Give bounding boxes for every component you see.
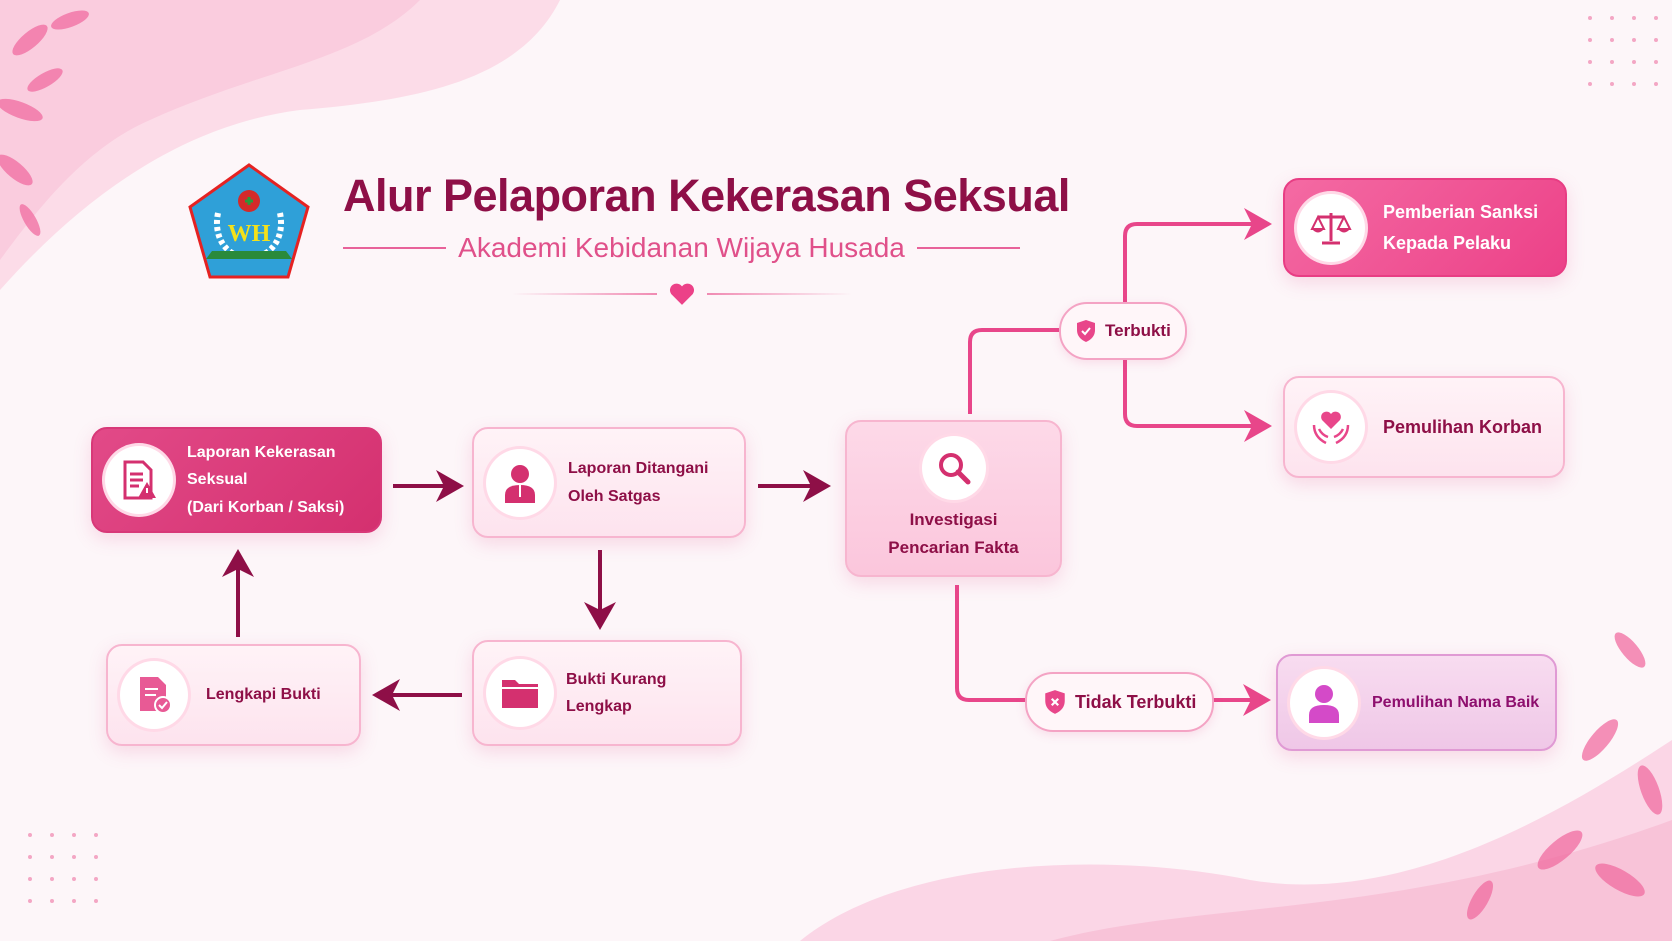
document-check-icon	[120, 661, 188, 729]
node-label: Pemulihan Nama Baik	[1372, 693, 1540, 711]
magnifier-icon	[921, 436, 986, 501]
node-label: Investigasi	[909, 510, 998, 530]
node-label: Laporan Ditangani	[568, 460, 709, 478]
heart-hands-icon	[1297, 393, 1365, 461]
node-complete-evidence[interactable]: Lengkapi Bukti	[106, 644, 361, 746]
node-label: Pemberian Sanksi	[1383, 201, 1539, 222]
node-reputation-recovery[interactable]: Pemulihan Nama Baik	[1276, 654, 1557, 751]
divider-line	[707, 293, 852, 295]
folder-icon	[486, 659, 554, 727]
svg-text:WH: WH	[228, 221, 271, 247]
node-incomplete-evidence[interactable]: Bukti Kurang Lengkap	[472, 640, 742, 746]
arrow-proven-to-recovery	[1123, 360, 1272, 442]
node-label: Pencarian Fakta	[888, 537, 1019, 557]
heart-icon	[669, 283, 695, 305]
decision-label: Terbukti	[1105, 321, 1171, 340]
subtitle: Akademi Kebidanan Wijaya Husada	[343, 232, 1021, 264]
scales-icon	[1297, 193, 1365, 262]
divider-line	[916, 247, 1021, 249]
page-title: Alur Pelaporan Kekerasan Seksual	[343, 170, 1070, 221]
decision-label: Tidak Terbukti	[1075, 691, 1197, 712]
institution-logo: WH	[188, 163, 310, 281]
node-label: Pemulihan Korban	[1383, 416, 1543, 437]
line-investigation-to-not-proven	[955, 585, 1025, 702]
node-label: Lengkapi Bukti	[206, 686, 321, 704]
decision-not-proven[interactable]: Tidak Terbukti	[1025, 672, 1215, 732]
institution-name: Akademi Kebidanan Wijaya Husada	[458, 232, 905, 263]
shield-check-icon	[1077, 320, 1095, 342]
person-icon	[1290, 668, 1358, 737]
arrow-proven-to-sanction	[1123, 208, 1272, 302]
divider-line	[343, 247, 447, 249]
node-report[interactable]: Laporan Kekerasan Seksual (Dari Korban / …	[91, 427, 382, 533]
node-label: Laporan Kekerasan Seksual	[187, 444, 336, 489]
line-investigation-to-proven	[968, 328, 1059, 414]
divider-line	[512, 293, 657, 295]
node-victim-recovery[interactable]: Pemulihan Korban	[1283, 376, 1565, 478]
node-label: Kepada Pelaku	[1383, 232, 1512, 253]
node-label: Oleh Satgas	[568, 487, 661, 505]
document-warning-icon	[105, 446, 173, 514]
heart-divider	[512, 282, 852, 306]
node-label: (Dari Korban / Saksi)	[187, 498, 345, 516]
shield-x-icon	[1045, 690, 1065, 714]
node-label: Bukti Kurang Lengkap	[566, 670, 667, 715]
person-icon	[486, 448, 554, 517]
decision-proven[interactable]: Terbukti	[1059, 302, 1187, 360]
